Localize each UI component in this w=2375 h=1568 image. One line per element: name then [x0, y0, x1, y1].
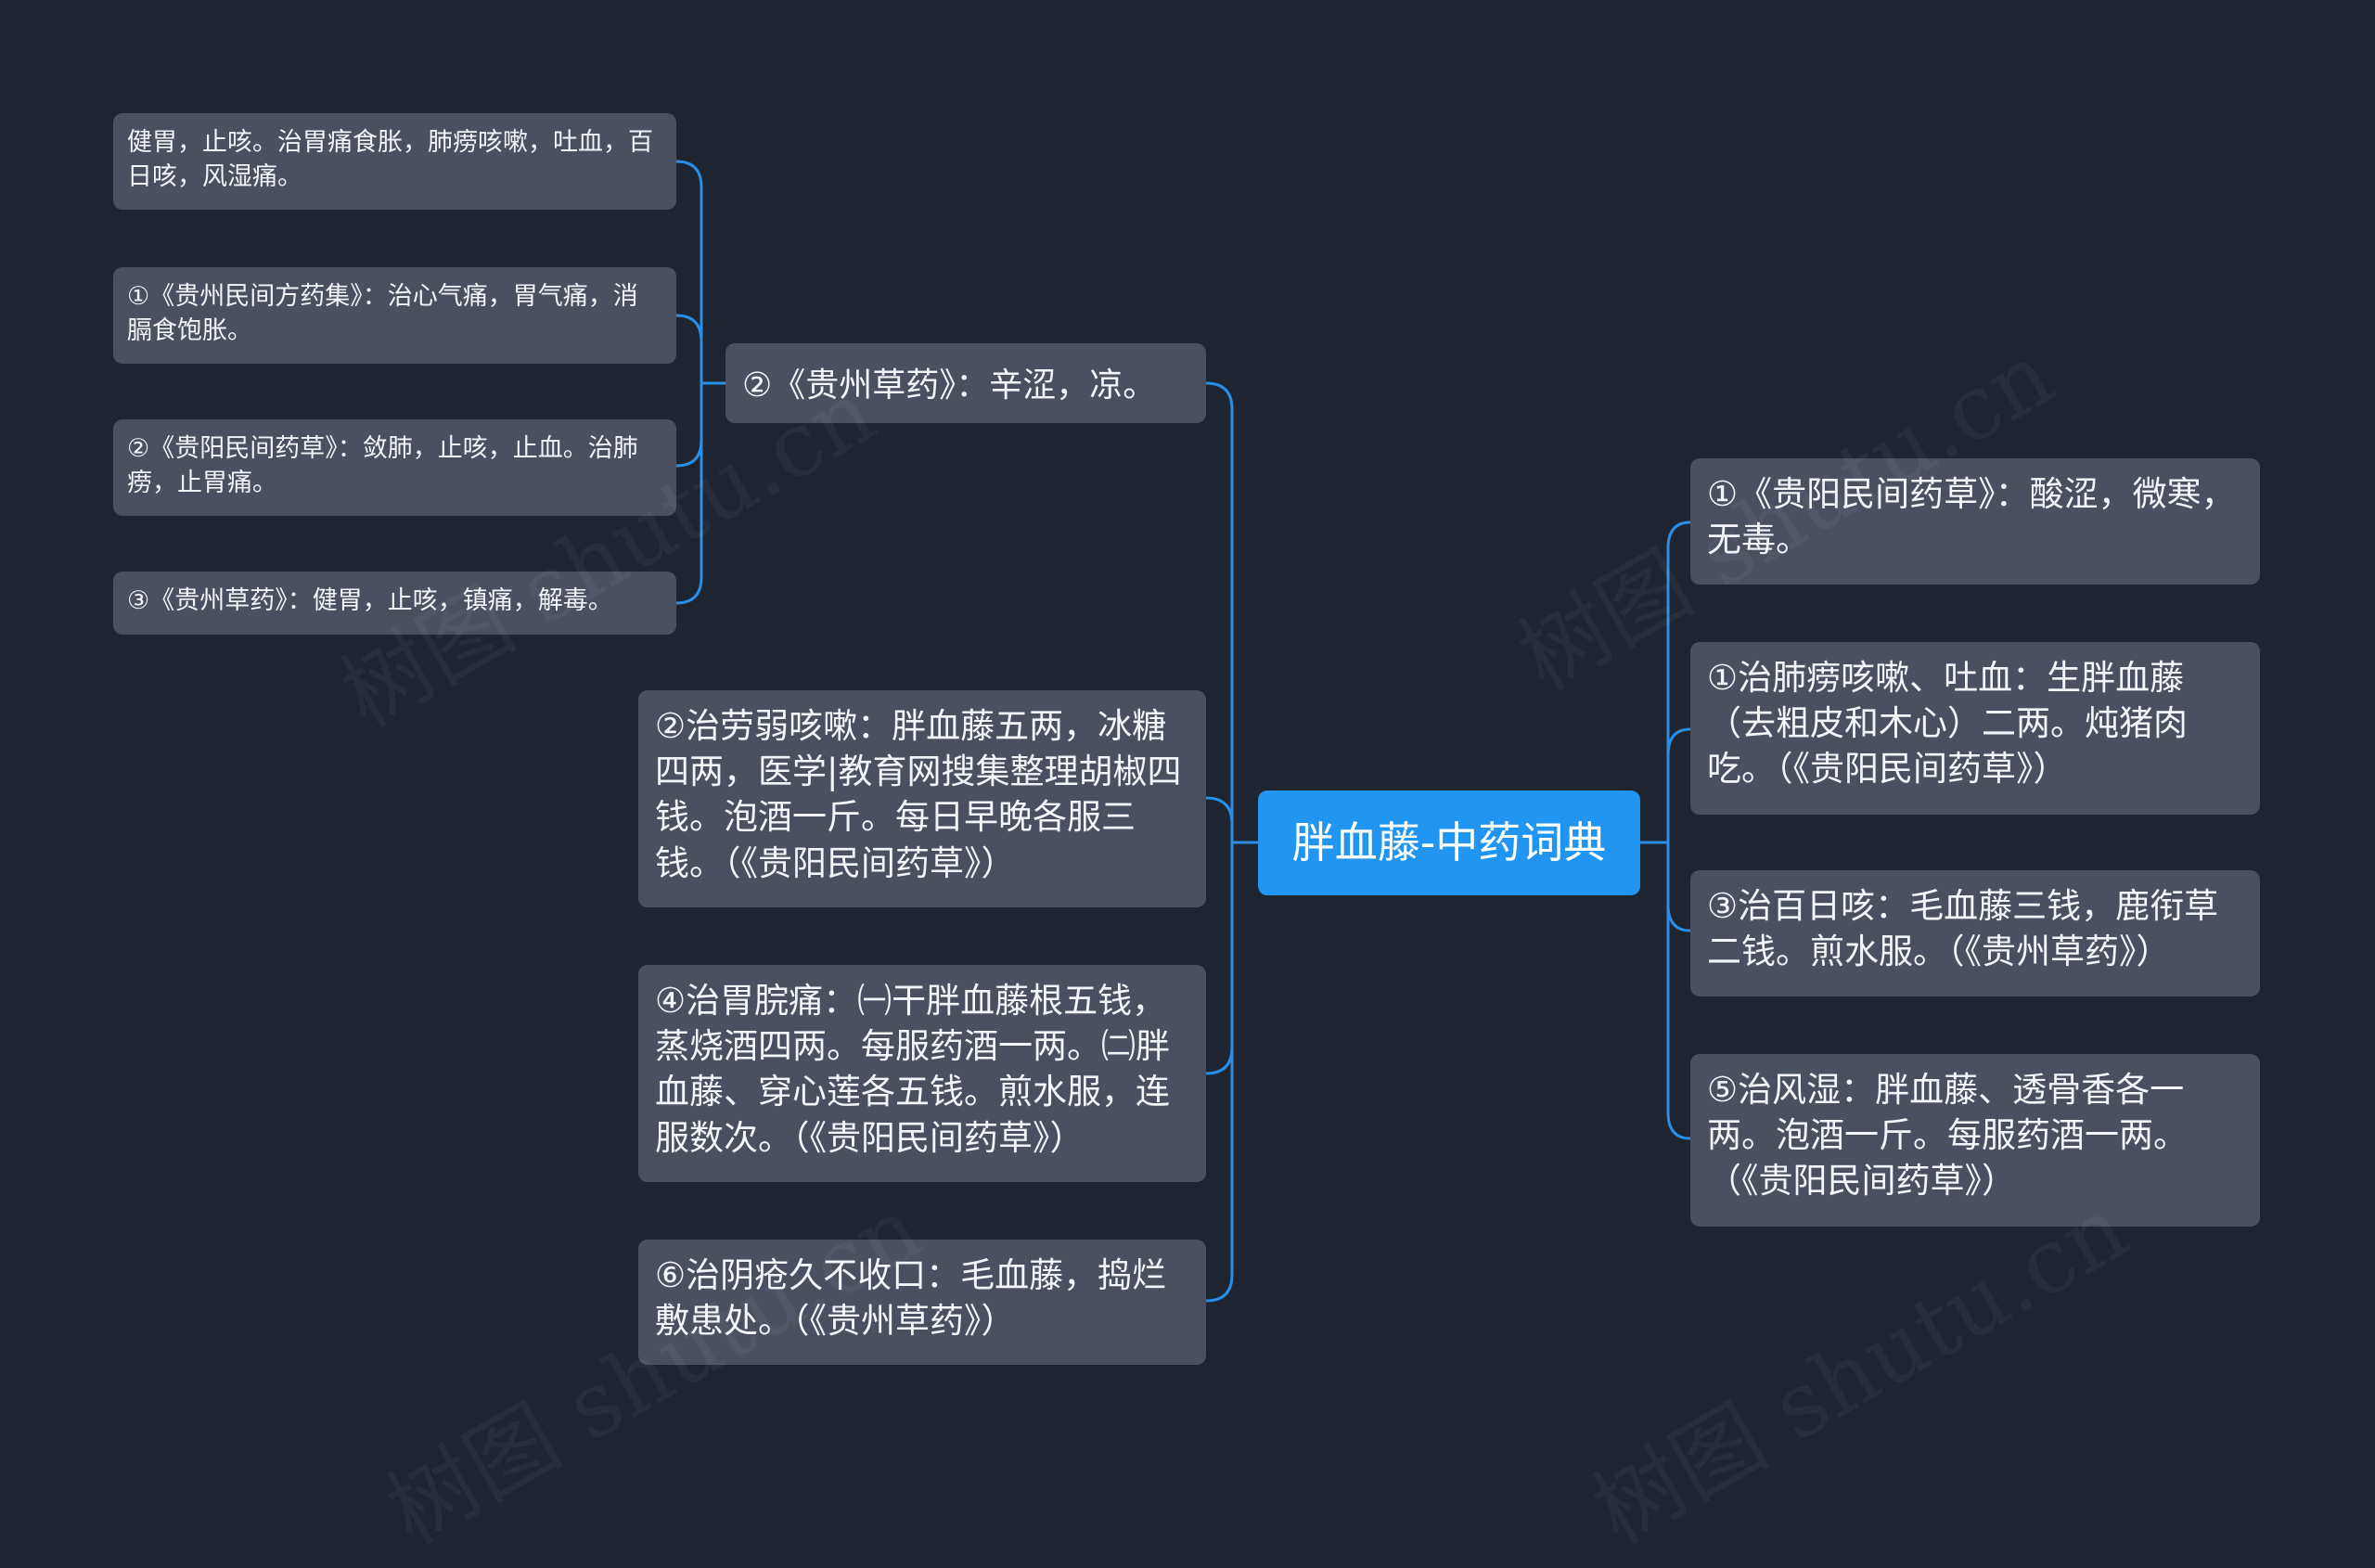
- right-branch-2-label: ①治肺痨咳嗽、吐血：生胖血藤（去粗皮和木心）二两。炖猪肉吃。（《贵阳民间药草》）: [1707, 658, 2188, 790]
- left-branch-2-label: ②治劳弱咳嗽：胖血藤五两，冰糖四两，医学|教育网搜集整理胡椒四钱。泡酒一斤。每日…: [655, 706, 1182, 883]
- right-branch-3-label: ③治百日咳：毛血藤三钱，鹿衔草二钱。煎水服。（《贵州草药》）: [1707, 886, 2219, 972]
- right-branch-1-label: ①《贵阳民间药草》：酸涩，微寒，无毒。: [1707, 474, 2236, 560]
- connector-right-b3: [1666, 903, 1692, 932]
- right-branch-2[interactable]: ①治肺痨咳嗽、吐血：生胖血藤（去粗皮和木心）二两。炖猪肉吃。（《贵阳民间药草》）: [1690, 642, 2260, 815]
- connector-left-b3: [1204, 1046, 1234, 1075]
- connector-right-b2: [1666, 727, 1692, 757]
- left-branch-4-label: ⑥治阴疮久不收口：毛血藤，捣烂敷患处。（《贵州草药》）: [655, 1255, 1167, 1342]
- connector-right-trunk: [1666, 521, 1692, 1140]
- right-branch-4[interactable]: ⑤治风湿：胖血藤、透骨香各一两。泡酒一斤。每服药酒一两。（《贵阳民间药草》）: [1690, 1054, 2260, 1227]
- mindmap-canvas: 胖血藤-中药词典 ②《贵州草药》：辛涩，凉。 ②治劳弱咳嗽：胖血藤五两，冰糖四两…: [113, 113, 2260, 1365]
- far-left-leaf-4-label: ③《贵州草药》：健胃，止咳，镇痛，解毒。: [127, 586, 613, 615]
- left-branch-4[interactable]: ⑥治阴疮久不收口：毛血藤，捣烂敷患处。（《贵州草药》）: [638, 1240, 1206, 1365]
- left-branch-2[interactable]: ②治劳弱咳嗽：胖血藤五两，冰糖四两，医学|教育网搜集整理胡椒四钱。泡酒一斤。每日…: [638, 690, 1206, 907]
- connector-left-b2: [1204, 796, 1234, 826]
- far-left-leaf-3-label: ②《贵阳民间药草》：敛肺，止咳，止血。治肺痨，止胃痛。: [127, 434, 638, 497]
- far-left-leaf-2-label: ①《贵州民间方药集》：治心气痛，胃气痛，消膈食饱胀。: [127, 282, 638, 345]
- right-branch-1[interactable]: ①《贵阳民间药草》：酸涩，微寒，无毒。: [1690, 458, 2260, 585]
- far-left-leaf-1-label: 健胃，止咳。治胃痛食胀，肺痨咳嗽，吐血，百日咳，风湿痛。: [127, 128, 653, 191]
- connector-left-trunk: [1204, 381, 1234, 1303]
- left-branch-1[interactable]: ②《贵州草药》：辛涩，凉。: [725, 343, 1206, 423]
- connector-farleft-2: [674, 314, 703, 343]
- far-left-leaf-1[interactable]: 健胃，止咳。治胃痛食胀，肺痨咳嗽，吐血，百日咳，风湿痛。: [113, 113, 676, 210]
- connector-lines: [674, 160, 1692, 1303]
- root-node[interactable]: 胖血藤-中药词典: [1258, 790, 1640, 895]
- far-left-leaf-3[interactable]: ②《贵阳民间药草》：敛肺，止咳，止血。治肺痨，止胃痛。: [113, 419, 676, 516]
- left-branch-3-label: ④治胃脘痛：㈠干胖血藤根五钱，蒸烧酒四两。每服药酒一两。㈡胖血藤、穿心莲各五钱。…: [655, 981, 1170, 1158]
- root-title: 胖血藤-中药词典: [1291, 816, 1607, 868]
- far-left-leaf-2[interactable]: ①《贵州民间方药集》：治心气痛，胃气痛，消膈食饱胀。: [113, 267, 676, 364]
- far-left-leaf-4[interactable]: ③《贵州草药》：健胃，止咳，镇痛，解毒。: [113, 572, 676, 635]
- left-branch-1-label: ②《贵州草药》：辛涩，凉。: [742, 366, 1157, 405]
- connector-farleft-trunk: [674, 160, 703, 605]
- right-branch-3[interactable]: ③治百日咳：毛血藤三钱，鹿衔草二钱。煎水服。（《贵州草药》）: [1690, 870, 2260, 996]
- right-branch-4-label: ⑤治风湿：胖血藤、透骨香各一两。泡酒一斤。每服药酒一两。（《贵阳民间药草》）: [1707, 1070, 2188, 1202]
- left-branch-3[interactable]: ④治胃脘痛：㈠干胖血藤根五钱，蒸烧酒四两。每服药酒一两。㈡胖血藤、穿心莲各五钱。…: [638, 965, 1206, 1182]
- connector-farleft-3: [674, 438, 703, 468]
